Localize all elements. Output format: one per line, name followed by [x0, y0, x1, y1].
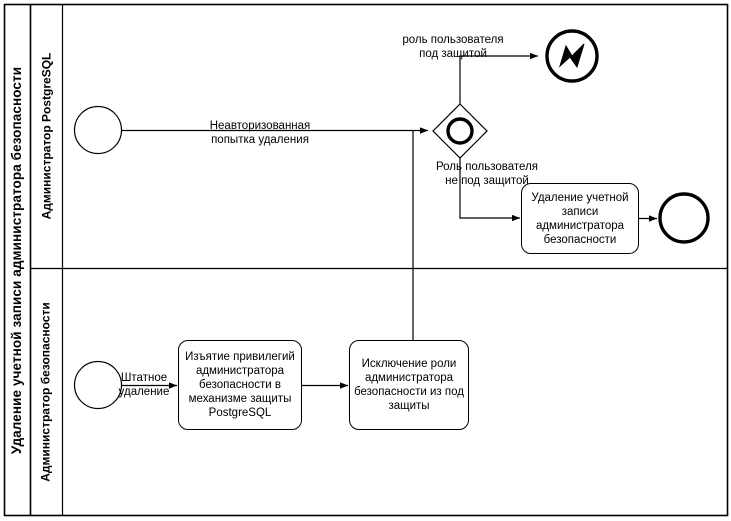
end-event-top[interactable] [658, 192, 710, 244]
pool-frame [3, 3, 729, 517]
start-event-bottom[interactable] [73, 360, 123, 410]
start-event-top[interactable] [73, 105, 123, 155]
pool-title-text: Удаление учетной записи администратора б… [9, 66, 25, 454]
task-exclude-role[interactable]: Исключение роли администратора безопасно… [349, 340, 469, 430]
gateway-inner-circle [446, 117, 474, 145]
lane-label-security-text: Администратор безопасности [39, 302, 53, 482]
pool-title: Удаление учетной записи администратора б… [4, 4, 30, 516]
task-delete-account[interactable]: Удаление учетной записи администратора б… [521, 183, 639, 254]
flow-gateway-to-error-end [459, 52, 538, 104]
lane-label-postgresql-text: Администратор PostgreSQL [39, 52, 53, 220]
flow-gateway-to-delete-task [459, 158, 520, 222]
task-revoke-privileges-label: Изъятие привилегий администратора безопа… [185, 351, 295, 419]
task-exclude-role-label: Исключение роли администратора безопасно… [354, 358, 464, 412]
lane-label-security: Администратор безопасности [30, 268, 62, 516]
lane-label-postgresql: Администратор PostgreSQL [30, 4, 62, 268]
error-bolt-icon [559, 43, 585, 69]
task-revoke-privileges[interactable]: Изъятие привилегий администратора безопа… [178, 340, 302, 430]
task-delete-account-label: Удаление учетной записи администратора б… [531, 191, 629, 246]
